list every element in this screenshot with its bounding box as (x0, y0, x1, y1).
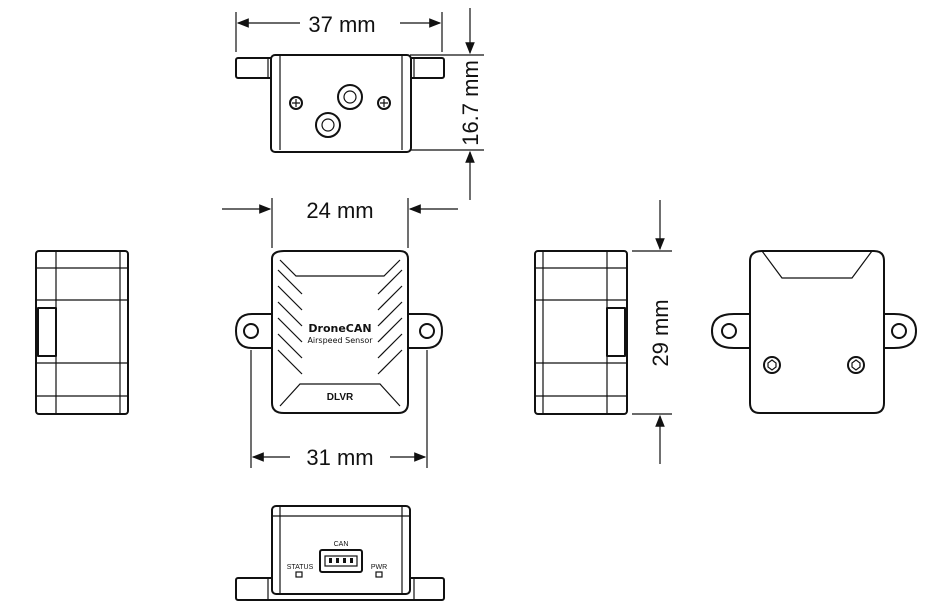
dim-side-29mm: 29 mm (632, 200, 673, 464)
model-label: DLVR (327, 392, 354, 403)
right-vents (377, 269, 403, 375)
dim-front-31mm: 31 mm (250, 350, 428, 470)
back-screw-right (847, 356, 865, 374)
front-view: DroneCAN Airspeed Sensor DLVR (235, 250, 443, 414)
dim-top-width: 37 mm (235, 12, 443, 52)
dim-label-37mm: 37 mm (308, 12, 375, 37)
bottom-view: CAN STATUS PWR (235, 505, 445, 601)
dim-label-29mm: 29 mm (648, 299, 673, 366)
pwr-led (375, 571, 383, 578)
screw-left (289, 96, 303, 110)
status-label: STATUS (287, 564, 314, 571)
can-connector (319, 549, 363, 573)
dim-top-height: 16.7 mm (410, 8, 484, 200)
right-side-view (534, 250, 628, 415)
screw-right (377, 96, 391, 110)
top-view (235, 54, 445, 153)
pwr-label: PWR (371, 564, 387, 571)
status-led (295, 571, 303, 578)
dim-front-24mm: 24 mm (222, 198, 458, 248)
dim-label-24mm: 24 mm (306, 198, 373, 223)
can-label: CAN (334, 541, 349, 548)
back-screw-left (763, 356, 781, 374)
pressure-port-bottom (315, 112, 341, 138)
back-view (711, 250, 917, 414)
left-vents (277, 269, 303, 375)
subtitle-label: Airspeed Sensor (307, 336, 373, 345)
left-side-view (35, 250, 129, 415)
brand-label: DroneCAN (308, 322, 371, 335)
pressure-port-top (337, 84, 363, 110)
dim-label-16-7mm: 16.7 mm (458, 60, 483, 146)
dim-label-31mm: 31 mm (306, 445, 373, 470)
